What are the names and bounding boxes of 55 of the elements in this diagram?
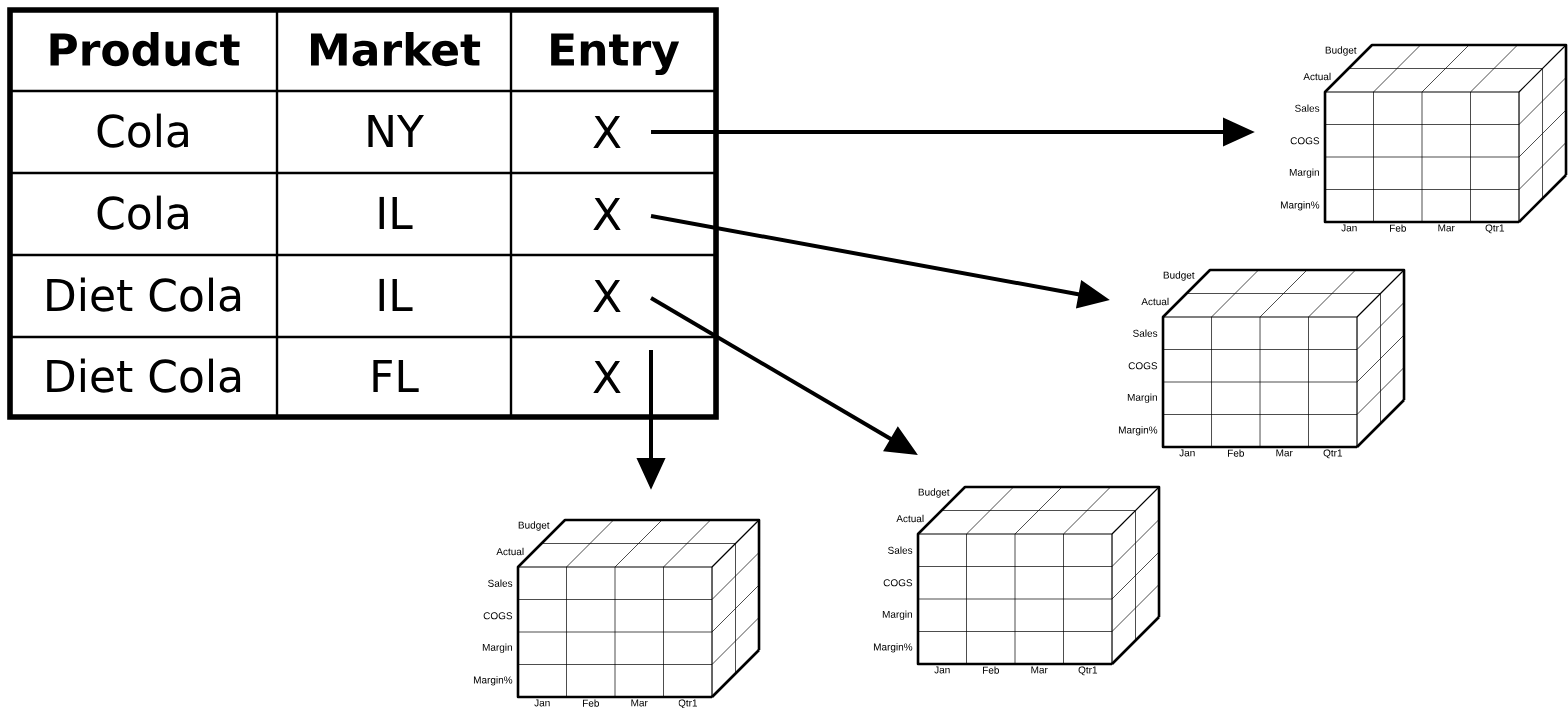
column-label: Jan bbox=[934, 666, 950, 674]
row-label: Margin% bbox=[1280, 201, 1320, 211]
row-label: Margin% bbox=[473, 676, 513, 686]
row-label: Margin% bbox=[873, 643, 913, 653]
table-cell-text: NY bbox=[368, 114, 424, 147]
table-cell-text: Cola bbox=[97, 113, 188, 148]
column-label: Qtr1 bbox=[1078, 666, 1098, 676]
table-cell-text: FL bbox=[373, 359, 419, 392]
table-cell-text: Diet Cola bbox=[47, 277, 241, 312]
table-cell-text: Cola bbox=[97, 195, 188, 230]
column-label: Jan bbox=[1341, 224, 1357, 232]
column-label: Qtr1 bbox=[678, 699, 698, 708]
layer-label: Budget bbox=[1325, 46, 1357, 56]
column-label: Mar bbox=[1438, 224, 1455, 232]
layer-label: Budget bbox=[918, 488, 950, 498]
column-label: Qtr1 bbox=[1323, 449, 1343, 459]
column-label: Qtr1 bbox=[1485, 224, 1505, 234]
row-label: Sales bbox=[1295, 104, 1320, 112]
column-label: Jan bbox=[534, 699, 550, 707]
column-label: Feb bbox=[583, 699, 599, 707]
row-label: Sales bbox=[1133, 329, 1158, 337]
column-label: Mar bbox=[631, 699, 648, 707]
row-label: Margin% bbox=[1118, 426, 1158, 436]
entry-mark: X bbox=[593, 360, 621, 394]
table-cell-text: Diet Cola bbox=[47, 358, 241, 393]
layer-label: Budget bbox=[1163, 271, 1195, 281]
row-label: COGS bbox=[883, 579, 913, 587]
table-cell-text: IL bbox=[379, 278, 413, 311]
layer-label: Actual bbox=[1303, 72, 1331, 81]
column-header: Entry bbox=[551, 33, 680, 75]
column-header: Product bbox=[50, 32, 240, 67]
layer-label: Actual bbox=[1141, 297, 1169, 306]
row-label: Margin bbox=[1127, 393, 1157, 403]
column-label: Mar bbox=[1031, 666, 1048, 674]
entry-mark: X bbox=[593, 279, 621, 313]
row-label: COGS bbox=[483, 612, 513, 620]
column-label: Mar bbox=[1276, 449, 1293, 457]
entry-mark: X bbox=[593, 115, 621, 149]
column-label: Feb bbox=[1228, 449, 1244, 457]
column-label: Jan bbox=[1179, 449, 1195, 457]
column-label: Feb bbox=[983, 666, 999, 674]
row-label: Sales bbox=[488, 579, 513, 587]
column-label: Feb bbox=[1390, 224, 1406, 232]
row-label: Margin bbox=[1289, 168, 1319, 178]
column-header: Market bbox=[311, 32, 481, 67]
entry-mark: X bbox=[593, 197, 621, 231]
row-label: COGS bbox=[1128, 362, 1158, 370]
row-label: COGS bbox=[1290, 137, 1320, 145]
layer-label: Budget bbox=[518, 521, 550, 531]
layer-label: Actual bbox=[896, 514, 924, 523]
table-cell-text: IL bbox=[379, 196, 413, 229]
row-label: Margin bbox=[882, 610, 912, 620]
row-label: Margin bbox=[482, 643, 512, 653]
row-label: Sales bbox=[888, 546, 913, 554]
layer-label: Actual bbox=[496, 547, 524, 556]
